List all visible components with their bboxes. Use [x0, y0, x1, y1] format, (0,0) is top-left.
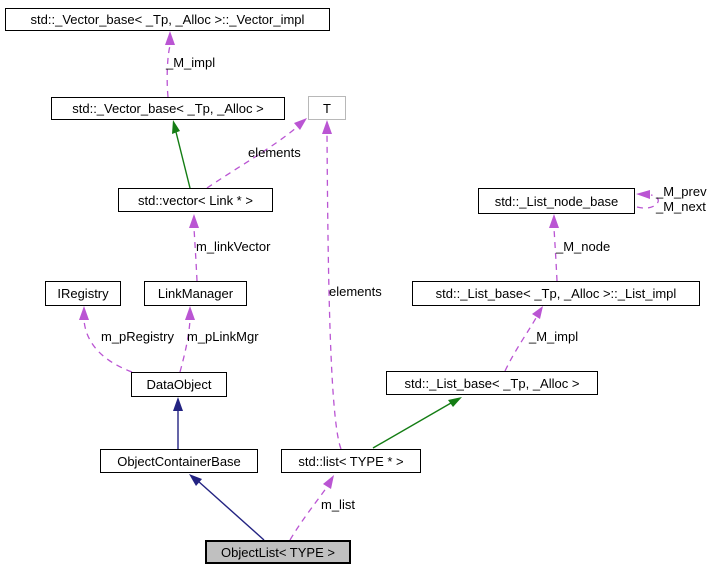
- edge-usage-self-loop: [636, 190, 659, 209]
- edge-label-elements-list: elements: [329, 284, 382, 299]
- node-t: T: [308, 96, 346, 120]
- edge-usage-m-impl-vector: [165, 31, 175, 98]
- edge-usage-m-list: [289, 475, 334, 541]
- node-listimpl[interactable]: std::_List_base< _Tp, _Alloc >::_List_im…: [412, 281, 700, 306]
- edge-usage-elements-vector: [206, 118, 307, 189]
- edge-label-m-impl-vector: _M_impl: [166, 55, 216, 70]
- edge-label-m-pregistry: m_pRegistry: [101, 329, 174, 344]
- node-objectlist: ObjectList< TYPE >: [205, 540, 351, 564]
- edge-label-m-linkvector: m_linkVector: [196, 239, 271, 254]
- edge-usage-m-plinkmgr: [179, 306, 195, 373]
- node-iregistry[interactable]: IRegistry: [45, 281, 121, 306]
- node-linkmanager[interactable]: LinkManager: [144, 281, 247, 306]
- edge-label-m-prev: _M_prev: [656, 184, 707, 199]
- edge-label-m-impl-list: _M_impl: [529, 329, 579, 344]
- edge-label-elements-vector: elements: [248, 145, 301, 160]
- edge-usage-m-linkvector: [189, 214, 199, 282]
- edge-label-m-node: _M_node: [556, 239, 611, 254]
- edge-label-m-next: _M_next: [656, 199, 706, 214]
- edge-usage-elements-list: [322, 120, 342, 450]
- edge-usage-m-node: [549, 214, 559, 282]
- edge-usage-m-impl-list: [504, 306, 543, 372]
- edge-usage-m-pregistry: [79, 306, 133, 373]
- node-vector-impl[interactable]: std::_Vector_base< _Tp, _Alloc >::_Vecto…: [5, 8, 330, 31]
- node-listnodebase[interactable]: std::_List_node_base: [478, 188, 635, 214]
- edge-inherit-dataobject: [173, 397, 183, 449]
- edge-inherit-vector-base: [172, 120, 191, 189]
- edge-inherit-objectcontainerbase: [189, 474, 265, 541]
- edge-inherit-list-base: [372, 397, 462, 449]
- edge-label-m-plinkmgr: m_pLinkMgr: [187, 329, 259, 344]
- node-stdlist[interactable]: std::list< TYPE * >: [281, 449, 421, 473]
- node-dataobject[interactable]: DataObject: [131, 372, 227, 397]
- node-vector-link[interactable]: std::vector< Link * >: [118, 188, 273, 212]
- edge-label-m-list: m_list: [321, 497, 355, 512]
- node-listbase[interactable]: std::_List_base< _Tp, _Alloc >: [386, 371, 598, 395]
- node-objectcontainerbase[interactable]: ObjectContainerBase: [100, 449, 258, 473]
- node-vector-base[interactable]: std::_Vector_base< _Tp, _Alloc >: [51, 97, 285, 120]
